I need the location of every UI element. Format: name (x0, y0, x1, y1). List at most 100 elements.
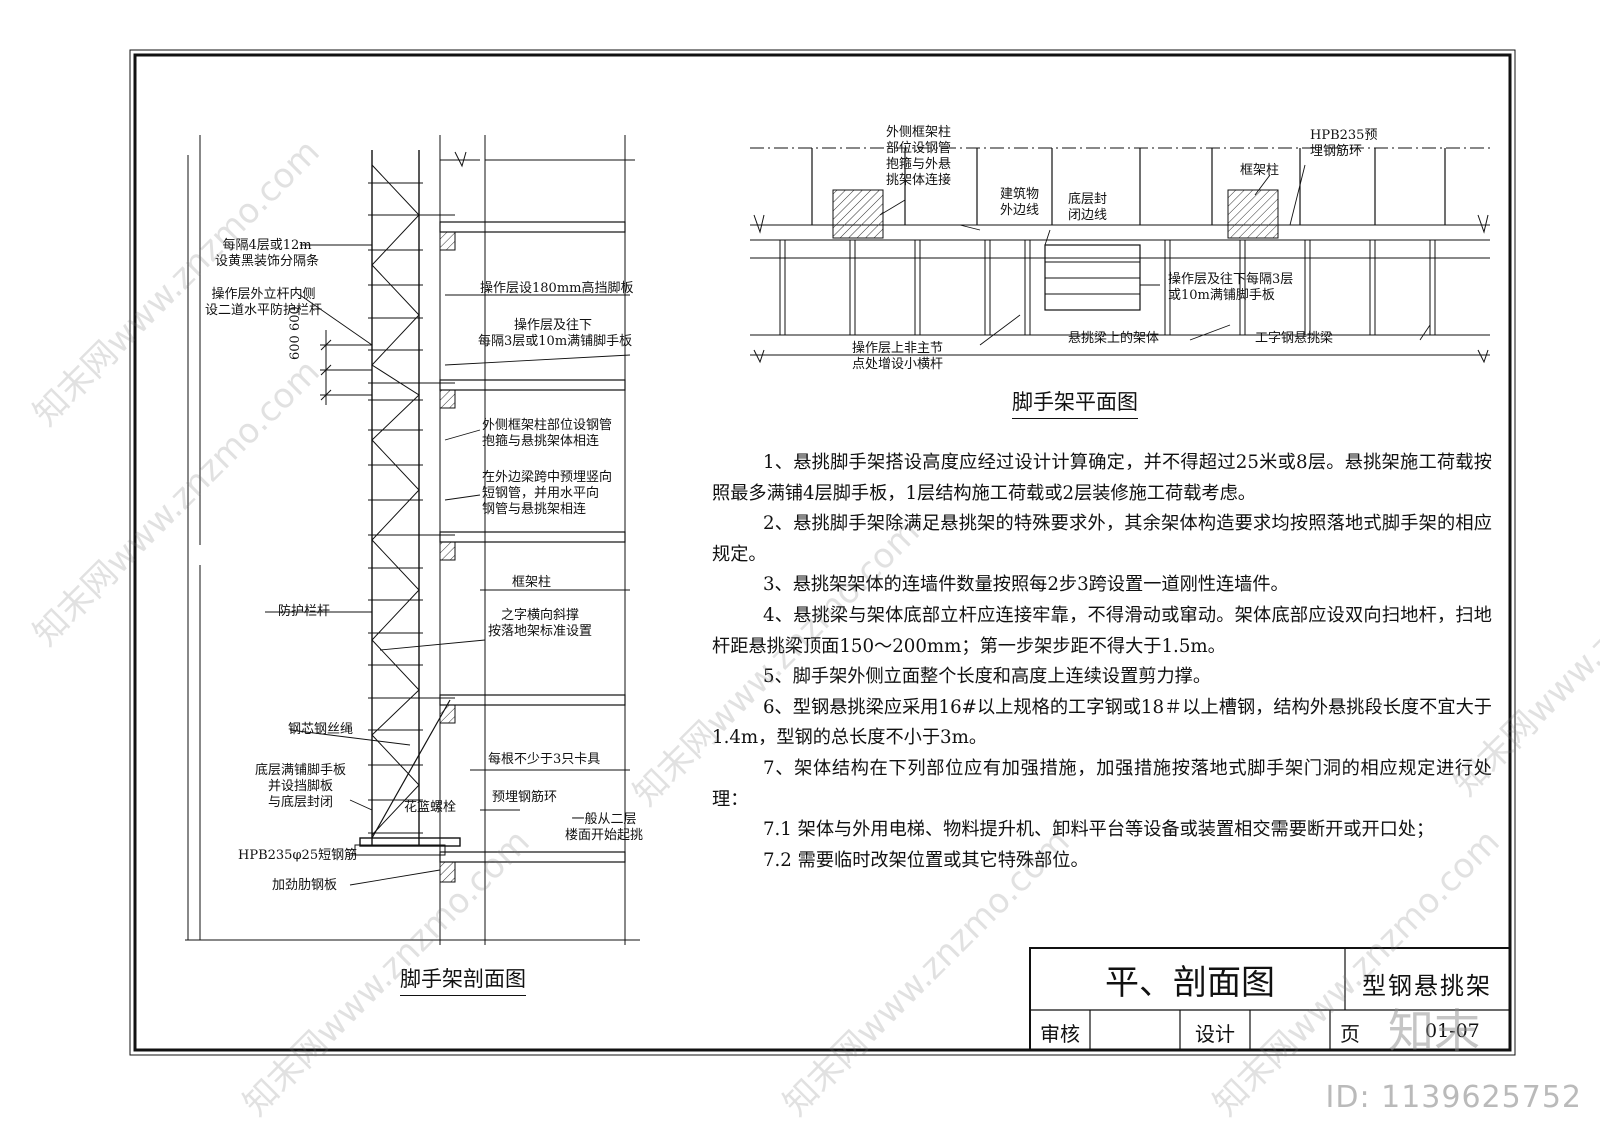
note-7-2: 7.2 需要临时改架位置或其它特殊部位。 (762, 849, 1089, 871)
label-frame-on-beam: 悬挑梁上的架体 (1068, 331, 1160, 346)
label-closure-line: 底层封 闭边线 (1068, 192, 1107, 224)
design-label: 设计 (1195, 1022, 1235, 1046)
label-line: 与底层封闭 (268, 795, 334, 810)
label-line: 操作层外立杆内侧 (211, 287, 316, 302)
label-embedded-ring: 预埋钢筋环 (492, 790, 558, 805)
label-line: 外边线 (1000, 203, 1040, 218)
label-line: 底层满铺脚手板 (255, 763, 347, 778)
label-line: 埋钢筋环 (1310, 144, 1363, 159)
label-line: 每隔4层或12m (222, 238, 312, 253)
plan-title: 脚手架平面图 (1012, 386, 1138, 419)
label-line: 操作层及往下每隔3层 (1168, 272, 1294, 287)
label-line: 操作层及往下 (513, 318, 592, 333)
label-line: 抱箍与外悬 (886, 157, 952, 172)
section-title: 脚手架剖面图 (400, 963, 526, 996)
label-line: 设二道水平防护栏杆 (205, 303, 323, 318)
plan-column-right (1227, 189, 1279, 239)
title-block-frame (1029, 947, 1511, 1051)
label-hpb-ring: HPB235预 埋钢筋环 (1310, 128, 1377, 160)
label-small-bars: 操作层上非主节 点处增设小横杆 (852, 341, 943, 373)
note-4: 4、悬挑梁与架体底部立杆应连接牢靠，不得滑动或窜动。架体底部应设双向扫地杆，扫地… (712, 604, 1492, 657)
dimension-text: 600 600 (288, 306, 303, 360)
label-bottom-boards: 底层满铺脚手板 并设挡脚板 与底层封闭 (255, 763, 346, 811)
note-5: 5、脚手架外侧立面整个长度和高度上连续设置剪力撑。 (762, 666, 1212, 688)
label-toe-board: 操作层设180mm高挡脚板 (480, 281, 634, 296)
label-frame-column: 框架柱 (512, 575, 552, 590)
label-guard-rail: 防护栏杆 (278, 604, 331, 619)
cantilever-beam (359, 837, 461, 847)
label-line: 钢管与悬挑架相连 (482, 502, 587, 517)
label-line: 按落地架标准设置 (488, 624, 593, 639)
drawing-name: 平、剖面图 (1105, 963, 1275, 1003)
note-1: 1、悬挑脚手架搭设高度应经过设计计算确定，并不得超过25米或8层。悬挑架施工荷载… (712, 452, 1492, 504)
label-line: 点处增设小横杆 (852, 357, 944, 372)
label-line: 设黄黑装饰分隔条 (215, 254, 320, 269)
note-2: 2、悬挑脚手架除满足悬挑架的特殊要求外，其余架体构造要求均按照落地式脚手架的相应… (712, 513, 1492, 565)
review-label: 审核 (1040, 1022, 1080, 1046)
label-line: 短钢管，并用水平向 (482, 486, 600, 501)
label-plan-boards: 操作层及往下每隔3层 或10m满铺脚手板 (1168, 272, 1293, 304)
label-full-boards: 操作层及往下 每隔3层或10m满铺脚手板 (478, 318, 633, 350)
label-line: 部位设钢管 (886, 141, 952, 156)
beam-stubs (439, 231, 456, 883)
floor-slabs (439, 221, 626, 863)
label-plan-frame-column: 框架柱 (1240, 163, 1280, 178)
label-line: 在外边梁跨中预埋竖向 (482, 470, 613, 485)
label-line: 外侧框架柱部位设钢管 (482, 418, 613, 433)
scaffold-standards (371, 150, 420, 845)
plan-cantilever-beams (779, 240, 1436, 335)
page-number: 01-07 (1425, 1020, 1480, 1042)
zigzag-braces (371, 164, 420, 836)
label-embedded-pipe: 在外边梁跨中预埋竖向 短钢管，并用水平向 钢管与悬挑架相连 (482, 470, 612, 518)
label-line: 每隔3层或10m满铺脚手板 (478, 334, 633, 349)
label-line: 并设挡脚板 (268, 779, 334, 794)
plan-column-left (832, 189, 884, 239)
label-line: 或10m满铺脚手板 (1168, 288, 1275, 303)
label-short-bar: HPB235φ25短钢筋 (238, 848, 358, 863)
label-inner-rails: 操作层外立杆内侧 设二道水平防护栏杆 (205, 287, 322, 319)
plan-view (750, 147, 1490, 364)
label-line: 外侧框架柱 (886, 125, 952, 140)
label-line: HPB235预 (1310, 128, 1378, 143)
label-i-beam: 工字钢悬挑梁 (1255, 331, 1334, 346)
label-column-pipe: 外侧框架柱部位设钢管 抱箍与悬挑架体相连 (482, 418, 612, 450)
label-clamps: 每根不少于3只卡具 (488, 752, 601, 767)
label-line: 底层封 (1068, 192, 1108, 207)
label-line: 一般从二层 (571, 812, 637, 827)
label-building-line: 建筑物 外边线 (1000, 187, 1039, 219)
note-7-1: 7.1 架体与外用电梯、物料提升机、卸料平台等设备或装置相交需要断开或开口处； (762, 819, 1435, 841)
scaffold-ledgers (368, 182, 445, 834)
label-line: 抱箍与悬挑架体相连 (482, 434, 600, 449)
note-7: 7、架体结构在下列部位应有加强措施，加强措施按落地式脚手架门洞的相应规定进行处理… (712, 757, 1492, 810)
plan-leaders (879, 164, 1431, 346)
label-turnbuckle: 花篮螺栓 (404, 800, 457, 815)
label-line: 楼面开始起挑 (565, 828, 644, 843)
label-line: 操作层上非主节 (852, 341, 944, 356)
wire-rope (371, 699, 451, 839)
label-start-floor: 一般从二层 楼面开始起挑 (565, 812, 643, 844)
note-6: 6、型钢悬挑梁应采用16#以上规格的工字钢或18＃以上槽钢，结构外悬挑段长度不宜… (712, 696, 1492, 749)
label-line: 建筑物 (1000, 187, 1040, 202)
label-every-4-floors: 每隔4层或12m 设黄黑装饰分隔条 (215, 238, 319, 270)
label-outer-column: 外侧框架柱 部位设钢管 抱箍与外悬 挑架体连接 (886, 125, 951, 189)
notes-block: 1、悬挑脚手架搭设高度应经过设计计算确定，并不得超过25米或8层。悬挑架施工荷载… (712, 448, 1492, 876)
note-3: 3、悬挑架架体的连墙件数量按照每2步3跨设置一道刚性连墙件。 (762, 574, 1289, 596)
wall-ties (419, 214, 455, 699)
watermark-id: ID: 1139625752 (1325, 1080, 1582, 1115)
section-view (185, 135, 640, 945)
drawing-category: 型钢悬挑架 (1362, 972, 1492, 1000)
label-wire-rope: 钢芯钢丝绳 (288, 722, 354, 737)
plan-posts (811, 148, 1446, 225)
label-zigzag-brace: 之字横向斜撑 按落地架标准设置 (488, 608, 592, 640)
outer-border (129, 49, 1516, 1056)
dimension-600 (320, 330, 372, 405)
label-line: 之字横向斜撑 (501, 608, 580, 623)
inner-border (133, 53, 1512, 1052)
label-line: 挑架体连接 (886, 173, 952, 188)
label-line: 闭边线 (1068, 208, 1108, 223)
page-label: 页 (1340, 1022, 1360, 1046)
label-stiffener: 加劲肋钢板 (272, 878, 338, 893)
section-leaders (265, 244, 631, 886)
watermark-logo: 知末 (1388, 1004, 1480, 1058)
